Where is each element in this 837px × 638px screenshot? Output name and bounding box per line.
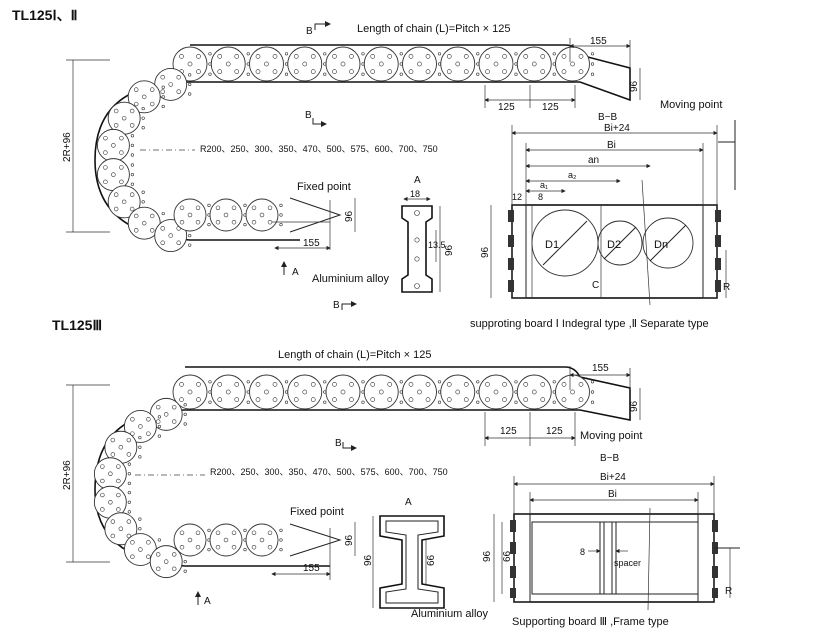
dim-96-alloy: 96 xyxy=(444,244,455,256)
section1-labels: TL125Ⅰ、Ⅱ B Length of chain (L)=Pitch × 1… xyxy=(12,7,730,330)
dim-66-board: 66 xyxy=(502,550,513,562)
bb-label-2: B−B xyxy=(600,453,620,464)
alloy-label: Aluminium alloy xyxy=(312,273,390,285)
chain-length-label-2: Length of chain (L)=Pitch × 125 xyxy=(278,349,432,361)
section-a-label: A xyxy=(414,175,421,186)
height-label: 2R+96 xyxy=(62,132,73,162)
dim-96-fixed-2: 96 xyxy=(344,534,355,546)
d1-label: D1 xyxy=(545,239,559,251)
upper-run-links-2 xyxy=(172,374,595,410)
section2-labels: TL125Ⅲ Length of chain (L)=Pitch × 125 1… xyxy=(52,317,732,628)
lower-run-links xyxy=(173,198,283,232)
bi-24-label: Bi+24 xyxy=(604,123,630,134)
an-label: an xyxy=(588,155,599,166)
height-label-2: 2R+96 xyxy=(62,460,73,490)
section-b-mid: B xyxy=(305,110,312,121)
arrow-a-label: A xyxy=(292,267,299,278)
dim-96-fixed: 96 xyxy=(344,210,355,222)
dn-label: Dn xyxy=(654,239,668,251)
r-label: R xyxy=(723,282,730,293)
upper-run-links xyxy=(172,46,595,82)
fixed-point-label-2: Fixed point xyxy=(290,506,344,518)
bend-links-2 xyxy=(93,397,187,579)
bi-label: Bi xyxy=(607,140,616,151)
dim-96-alloy-2: 96 xyxy=(363,554,374,566)
radius-list-2: R200、250、300、350、470、500、575、600、700、750 xyxy=(210,467,448,477)
bb-label: B−B xyxy=(598,112,618,123)
dim-155-fixed: 155 xyxy=(303,238,320,249)
bi-24-label-2: Bi+24 xyxy=(600,472,626,483)
dim-125-a-2: 125 xyxy=(500,426,517,437)
section-b-top: B xyxy=(306,26,313,37)
dim-155-top-2: 155 xyxy=(592,363,609,374)
dim-96-top-2: 96 xyxy=(629,400,640,412)
bend-links xyxy=(96,67,192,253)
moving-point-label: Moving point xyxy=(660,99,722,111)
moving-point-label-2: Moving point xyxy=(580,430,642,442)
section2-alloy-profile xyxy=(372,515,445,609)
section1-board-bb xyxy=(490,120,736,306)
bi-label-2: Bi xyxy=(608,489,617,500)
dim-8: 8 xyxy=(538,192,543,202)
section1-alloy-profile xyxy=(401,196,441,293)
dim-66-alloy: 66 xyxy=(426,554,437,566)
section-b-mid-2: B xyxy=(335,438,342,449)
a1-label: a₁ xyxy=(540,180,548,190)
radius-list: R200、250、300、350、470、500、575、600、700、750 xyxy=(200,144,438,154)
fixed-point-label: Fixed point xyxy=(297,181,351,193)
board-caption-2: Supporting board Ⅲ ,Frame type xyxy=(512,616,669,628)
dim-96-board-2: 96 xyxy=(482,550,493,562)
dim-13-5: 13.5 xyxy=(428,240,446,250)
board-caption-1: supproting board Ⅰ Indegral type ,Ⅱ Sepa… xyxy=(470,318,709,330)
c-label: C xyxy=(592,280,599,291)
arrow-a-label-2: A xyxy=(204,596,211,607)
dim-12: 12 xyxy=(512,192,522,202)
dim-8-2: 8 xyxy=(580,547,585,557)
section-b-bottom: B xyxy=(333,300,340,311)
section2-chain-diagram xyxy=(66,366,641,605)
a2-label: a₂ xyxy=(568,170,577,180)
dim-125-b-2: 125 xyxy=(546,426,563,437)
chain-length-label: Length of chain (L)=Pitch × 125 xyxy=(357,23,511,35)
dim-155-top: 155 xyxy=(590,36,607,47)
section2-title: TL125Ⅲ xyxy=(52,317,102,333)
r-label-2: R xyxy=(725,586,732,597)
lower-run-links-2 xyxy=(173,523,283,557)
dim-155-fixed-2: 155 xyxy=(303,563,320,574)
fixed-end-bracket-2 xyxy=(289,523,342,557)
dim-125-b: 125 xyxy=(542,102,559,113)
dim-125-a: 125 xyxy=(498,102,515,113)
section1-title: TL125Ⅰ、Ⅱ xyxy=(12,7,77,23)
section1-chain-diagram xyxy=(66,21,641,310)
dim-96-top: 96 xyxy=(629,80,640,92)
dim-18: 18 xyxy=(410,189,420,199)
d2-label: D2 xyxy=(607,239,621,251)
spacer-label: spacer xyxy=(614,558,641,568)
section2-board-bb xyxy=(493,476,740,611)
dim-96-board: 96 xyxy=(480,246,491,258)
section-a-label-2: A xyxy=(405,497,412,508)
fixed-end-bracket xyxy=(289,197,342,233)
alloy-label-2: Aluminium alloy xyxy=(411,608,489,620)
